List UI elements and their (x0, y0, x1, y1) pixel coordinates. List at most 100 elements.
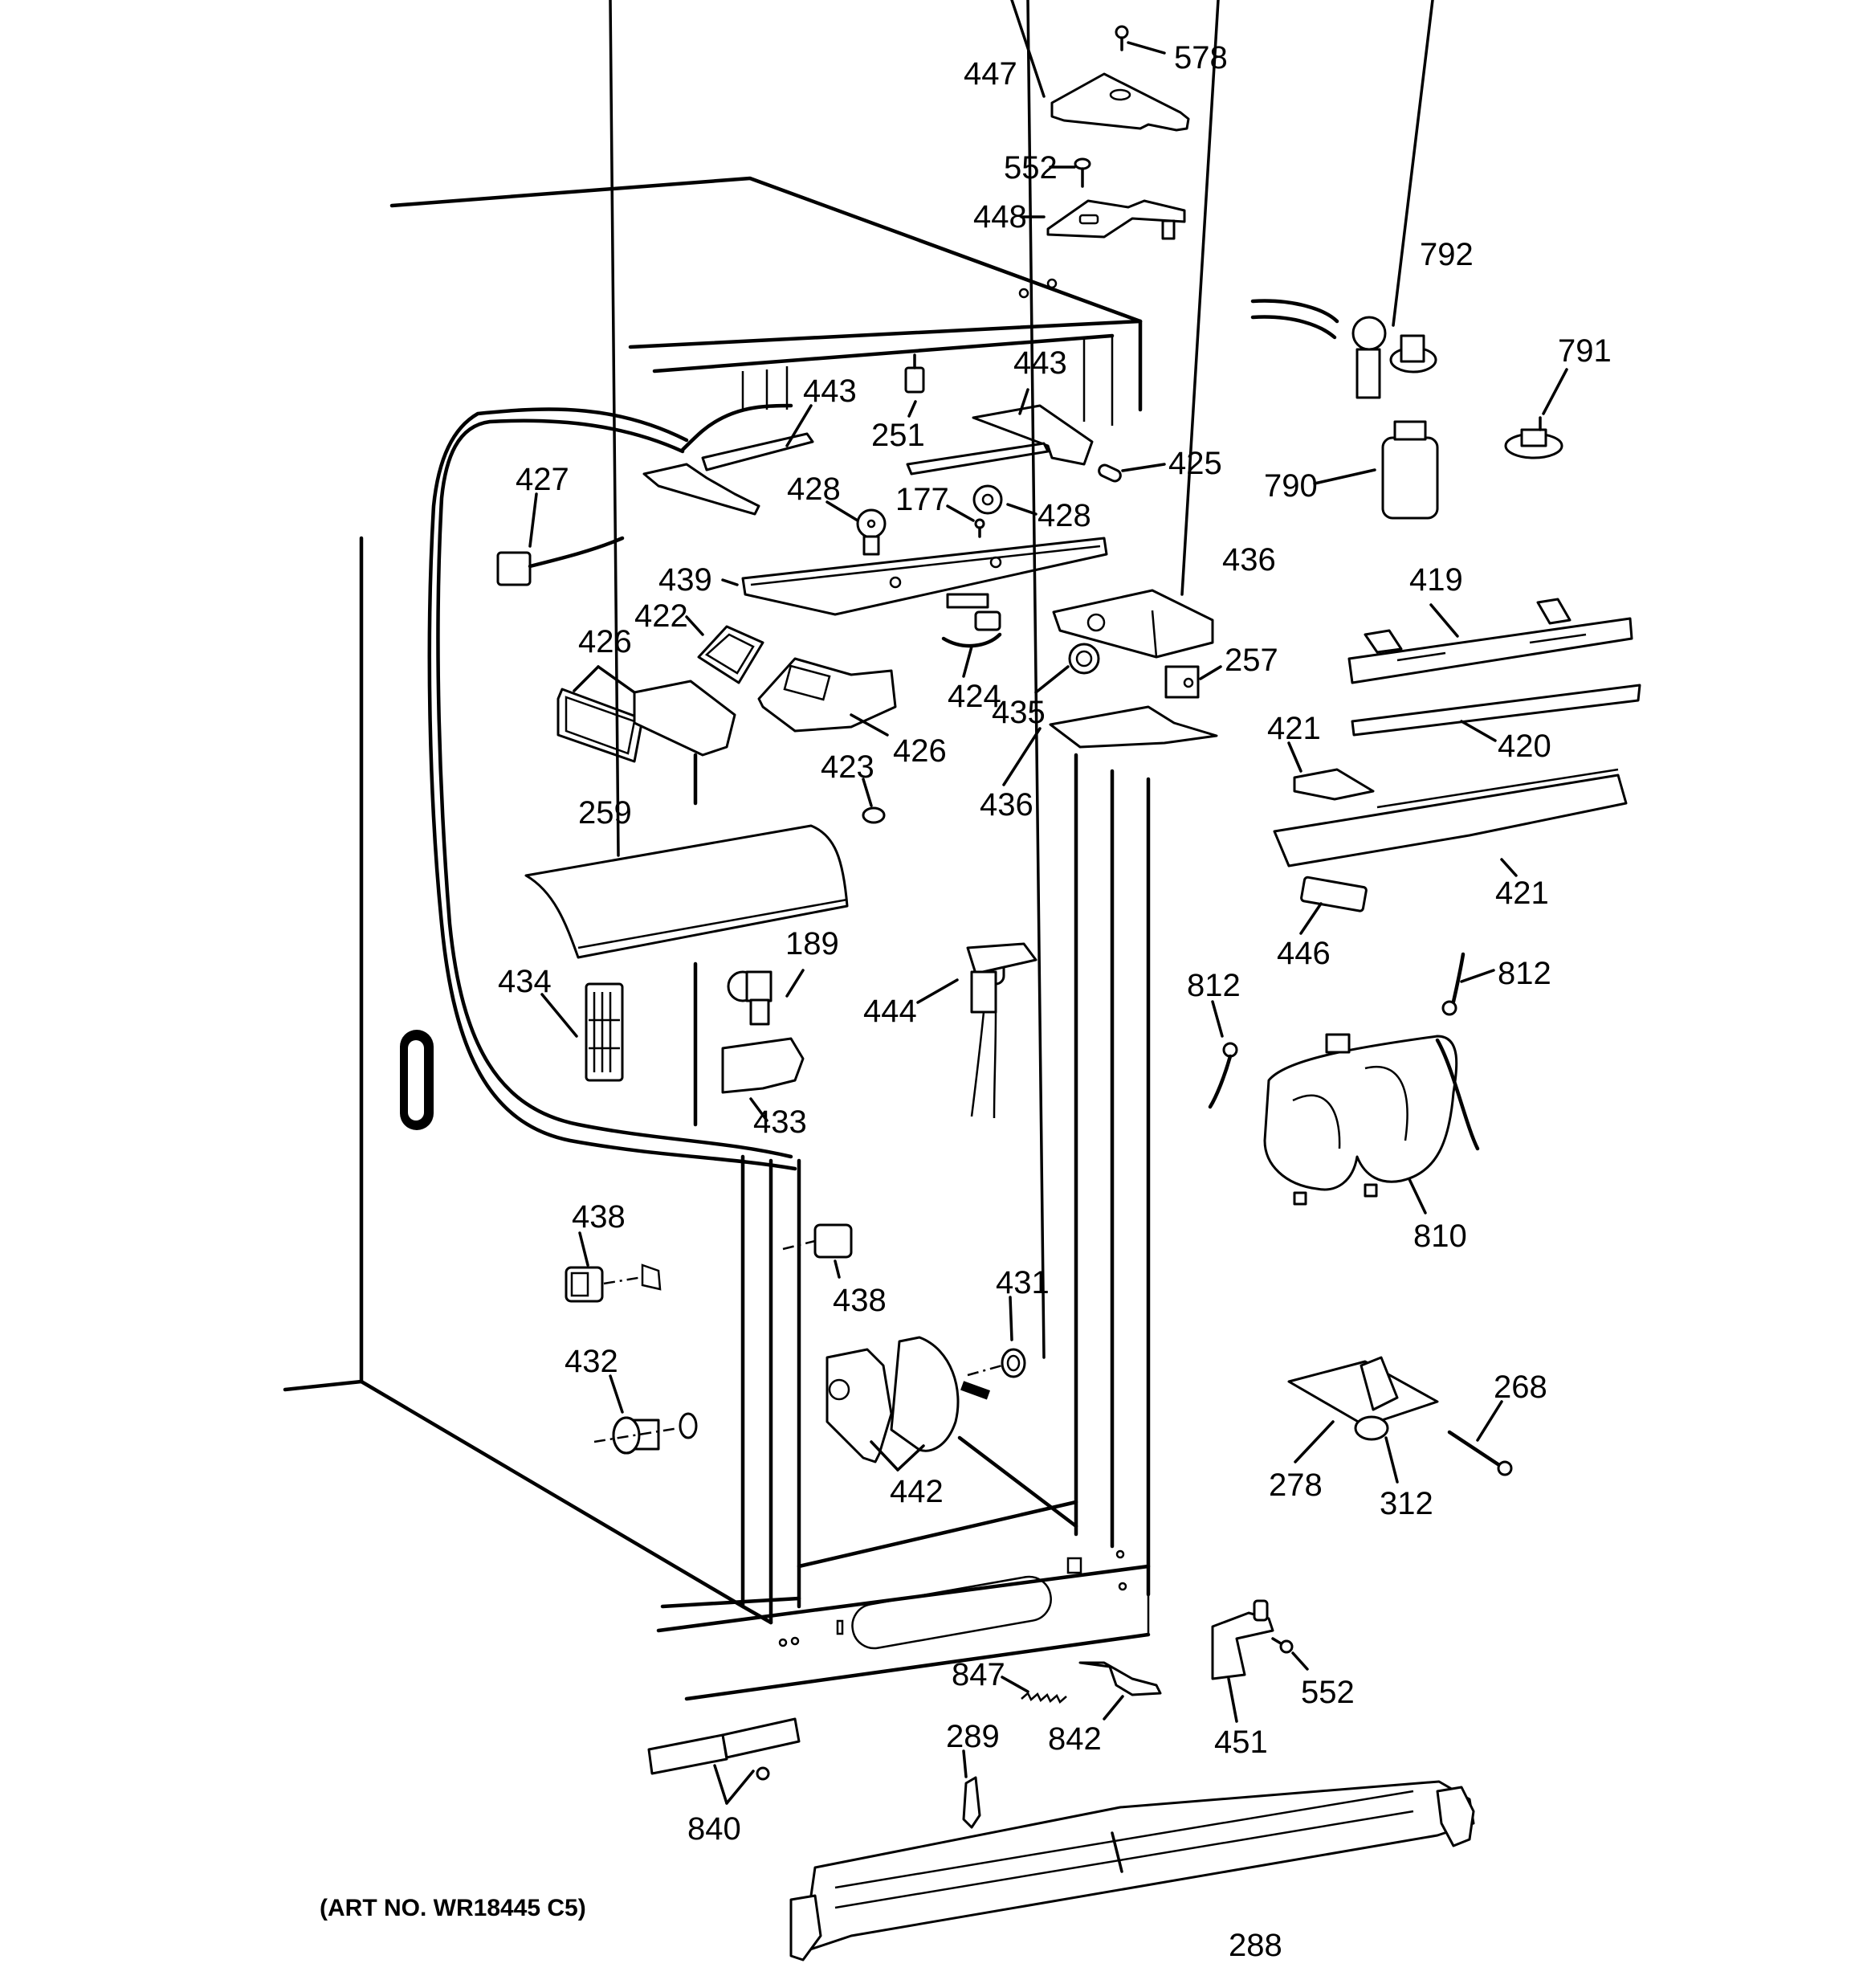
part-438-switch-left[interactable] (565, 1231, 662, 1303)
label-259: 259 (578, 795, 632, 831)
part-420-shelf-trim[interactable] (1351, 684, 1641, 742)
label-426-right: 426 (893, 733, 947, 769)
part-436-control-housing[interactable] (1052, 0, 1220, 659)
label-438-left: 438 (572, 1199, 626, 1235)
part-426-duct-gasket[interactable] (556, 688, 644, 763)
part-451-bottom-hinge[interactable] (1211, 1599, 1274, 1723)
part-422-gasket[interactable] (685, 615, 764, 684)
label-251: 251 (871, 418, 925, 453)
part-289-grille-clip[interactable] (962, 1749, 981, 1829)
part-552-screw-bottom[interactable] (1271, 1637, 1309, 1671)
label-791: 791 (1558, 333, 1612, 369)
label-427: 427 (516, 462, 569, 497)
part-578-screw[interactable] (1115, 25, 1166, 55)
part-428-gear-left[interactable] (826, 500, 887, 556)
label-426-left: 426 (578, 624, 632, 659)
part-251-clip[interactable] (904, 353, 925, 418)
label-842: 842 (1048, 1721, 1102, 1757)
part-268-screw[interactable] (1447, 1400, 1513, 1476)
part-177-screw[interactable] (946, 504, 985, 538)
part-842-hinge-pin-bracket[interactable] (1078, 1661, 1162, 1721)
part-424-thermostat-sensor[interactable] (941, 610, 1002, 678)
part-431-bushing[interactable] (967, 0, 1046, 1378)
part-790-water-filter[interactable] (1313, 420, 1439, 520)
label-428-left: 428 (787, 471, 841, 507)
part-419-shelf-rail[interactable] (1347, 598, 1633, 684)
label-448: 448 (973, 199, 1027, 235)
part-792-water-valve[interactable] (1250, 0, 1437, 399)
part-444-water-tubing[interactable] (916, 942, 1037, 1119)
part-439-damper-housing[interactable] (721, 537, 1108, 616)
part-259-light-shield[interactable] (524, 0, 849, 959)
label-289: 289 (946, 1719, 1000, 1754)
label-443-right: 443 (1013, 345, 1067, 381)
part-428-gear-right[interactable] (972, 484, 1037, 516)
part-426-fan-housing[interactable] (757, 657, 897, 737)
part-812-tube-right[interactable] (1441, 952, 1495, 1016)
part-427-connector[interactable] (496, 492, 625, 586)
label-436-bottom: 436 (980, 787, 1033, 823)
label-268: 268 (1494, 1370, 1547, 1405)
part-446-shelf-clip[interactable] (1299, 876, 1368, 935)
part-810-water-reservoir[interactable] (1263, 1033, 1480, 1214)
label-421-bottom: 421 (1495, 876, 1549, 911)
part-791-filter-cap[interactable] (1504, 368, 1568, 459)
label-423: 423 (821, 749, 874, 785)
label-451: 451 (1214, 1725, 1268, 1760)
part-435-lamp-socket[interactable] (1034, 643, 1100, 694)
part-288-base-grille[interactable] (789, 1780, 1475, 1961)
part-189-elbow-fitting[interactable] (727, 969, 805, 1026)
label-312: 312 (1380, 1486, 1433, 1521)
part-421-bracket-small[interactable] (1287, 741, 1375, 801)
part-448-top-hinge[interactable] (1020, 199, 1186, 240)
part-433-tubing-clamp[interactable] (721, 1037, 805, 1122)
label-436-top: 436 (1222, 542, 1276, 578)
part-438-switch-right[interactable] (782, 1223, 853, 1279)
part-447-hinge-cover[interactable] (1010, 0, 1190, 132)
label-444: 444 (863, 994, 917, 1029)
label-438-right: 438 (833, 1283, 887, 1318)
label-847: 847 (952, 1657, 1005, 1692)
part-442-fan-assembly[interactable] (826, 1336, 991, 1472)
part-257-thermostat[interactable] (1164, 665, 1222, 699)
part-423-plug[interactable] (862, 778, 886, 824)
art-number: (ART NO. WR18445 C5) (320, 1895, 586, 1921)
part-552-screw-top[interactable] (1049, 157, 1091, 188)
label-424: 424 (948, 679, 1001, 714)
label-552-bottom: 552 (1301, 1675, 1355, 1710)
part-434-air-grille[interactable] (540, 982, 624, 1082)
part-421-crisper-support[interactable] (1273, 768, 1628, 877)
label-432: 432 (565, 1344, 618, 1379)
part-432-lamp-bushing[interactable] (593, 1374, 698, 1455)
part-436-control-cover[interactable] (1002, 705, 1218, 786)
cabinet-outline (283, 176, 1151, 1701)
label-810: 810 (1413, 1219, 1467, 1254)
label-433: 433 (753, 1104, 807, 1140)
label-446: 446 (1277, 936, 1331, 971)
label-189: 189 (785, 926, 839, 961)
label-443-left: 443 (803, 374, 857, 409)
part-840-trim-pieces[interactable] (647, 1717, 801, 1805)
label-421-top: 421 (1267, 711, 1321, 746)
part-443-damper-slide-right[interactable] (906, 388, 1094, 476)
label-420: 420 (1498, 729, 1551, 764)
part-278-roller-bracket[interactable] (1287, 1356, 1439, 1463)
label-812-right: 812 (1498, 956, 1551, 991)
label-419: 419 (1409, 562, 1463, 598)
label-177: 177 (895, 482, 949, 517)
label-428-right: 428 (1037, 498, 1091, 533)
label-552-top: 552 (1004, 150, 1058, 186)
label-439: 439 (658, 562, 712, 598)
label-422: 422 (634, 598, 688, 634)
label-435: 435 (992, 695, 1046, 730)
label-792: 792 (1420, 237, 1474, 272)
label-442: 442 (890, 1474, 944, 1509)
label-578: 578 (1174, 40, 1228, 76)
part-812-tube-left[interactable] (1208, 1000, 1238, 1109)
part-425-pin[interactable] (1097, 463, 1166, 484)
part-443-damper-slide-left[interactable] (642, 404, 814, 516)
label-425: 425 (1168, 446, 1222, 481)
part-847-spring[interactable] (1001, 1676, 1067, 1704)
part-426-duct[interactable] (573, 665, 736, 757)
part-312-roller[interactable] (1354, 1415, 1399, 1484)
